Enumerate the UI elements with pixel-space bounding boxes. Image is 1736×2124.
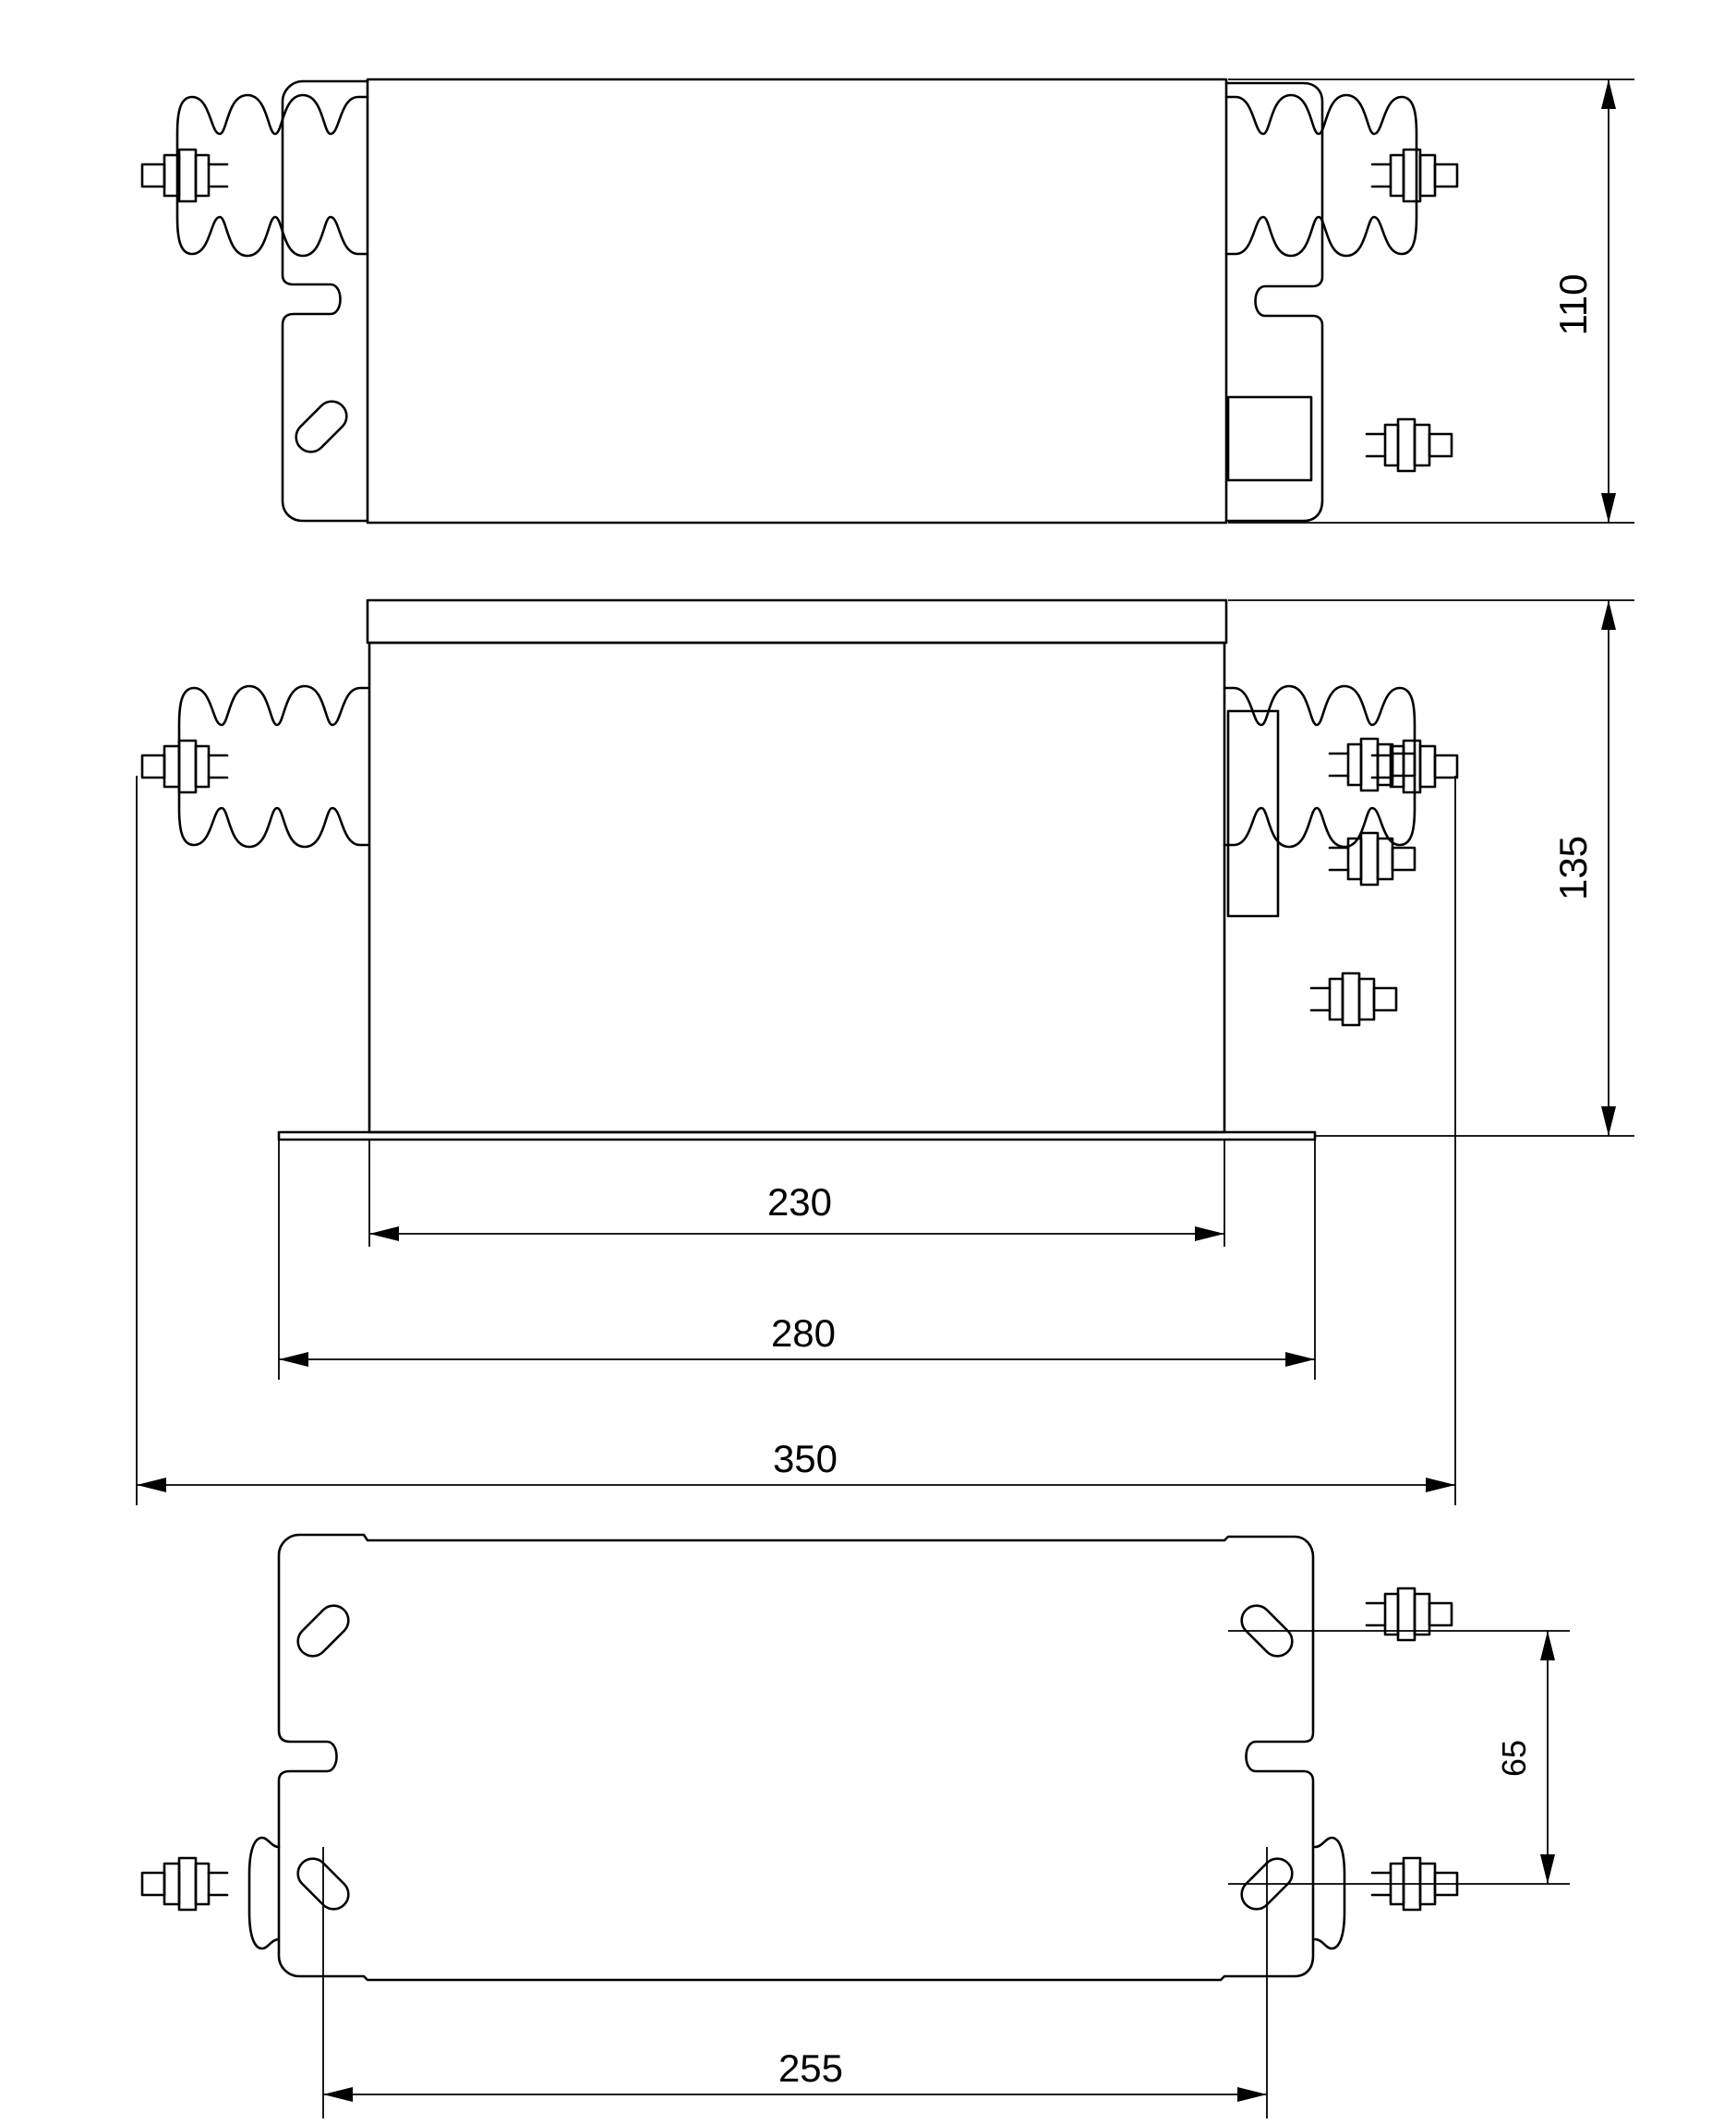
side-view	[140, 598, 1459, 1141]
dimension-lines	[136, 78, 1634, 2118]
filter-body-top	[366, 78, 1228, 525]
top-view	[140, 78, 1459, 525]
filter-body-side	[368, 641, 1226, 1134]
base-plate	[277, 1130, 1317, 1141]
dim-280-label: 280	[771, 1311, 836, 1355]
dim-135-label: 135	[1551, 836, 1595, 900]
dim-110-label: 110	[1551, 274, 1595, 336]
bottom-view	[140, 1533, 1459, 1982]
dimension-labels: 110 135 230 280 350 65 255	[767, 274, 1595, 2090]
dim-230-label: 230	[767, 1180, 832, 1224]
dim-255-label: 255	[778, 2046, 843, 2090]
mounting-plate	[277, 1533, 1315, 1982]
dim-65-label: 65	[1495, 1740, 1533, 1777]
dim-350-label: 350	[773, 1437, 838, 1480]
cover-lid	[366, 598, 1228, 645]
